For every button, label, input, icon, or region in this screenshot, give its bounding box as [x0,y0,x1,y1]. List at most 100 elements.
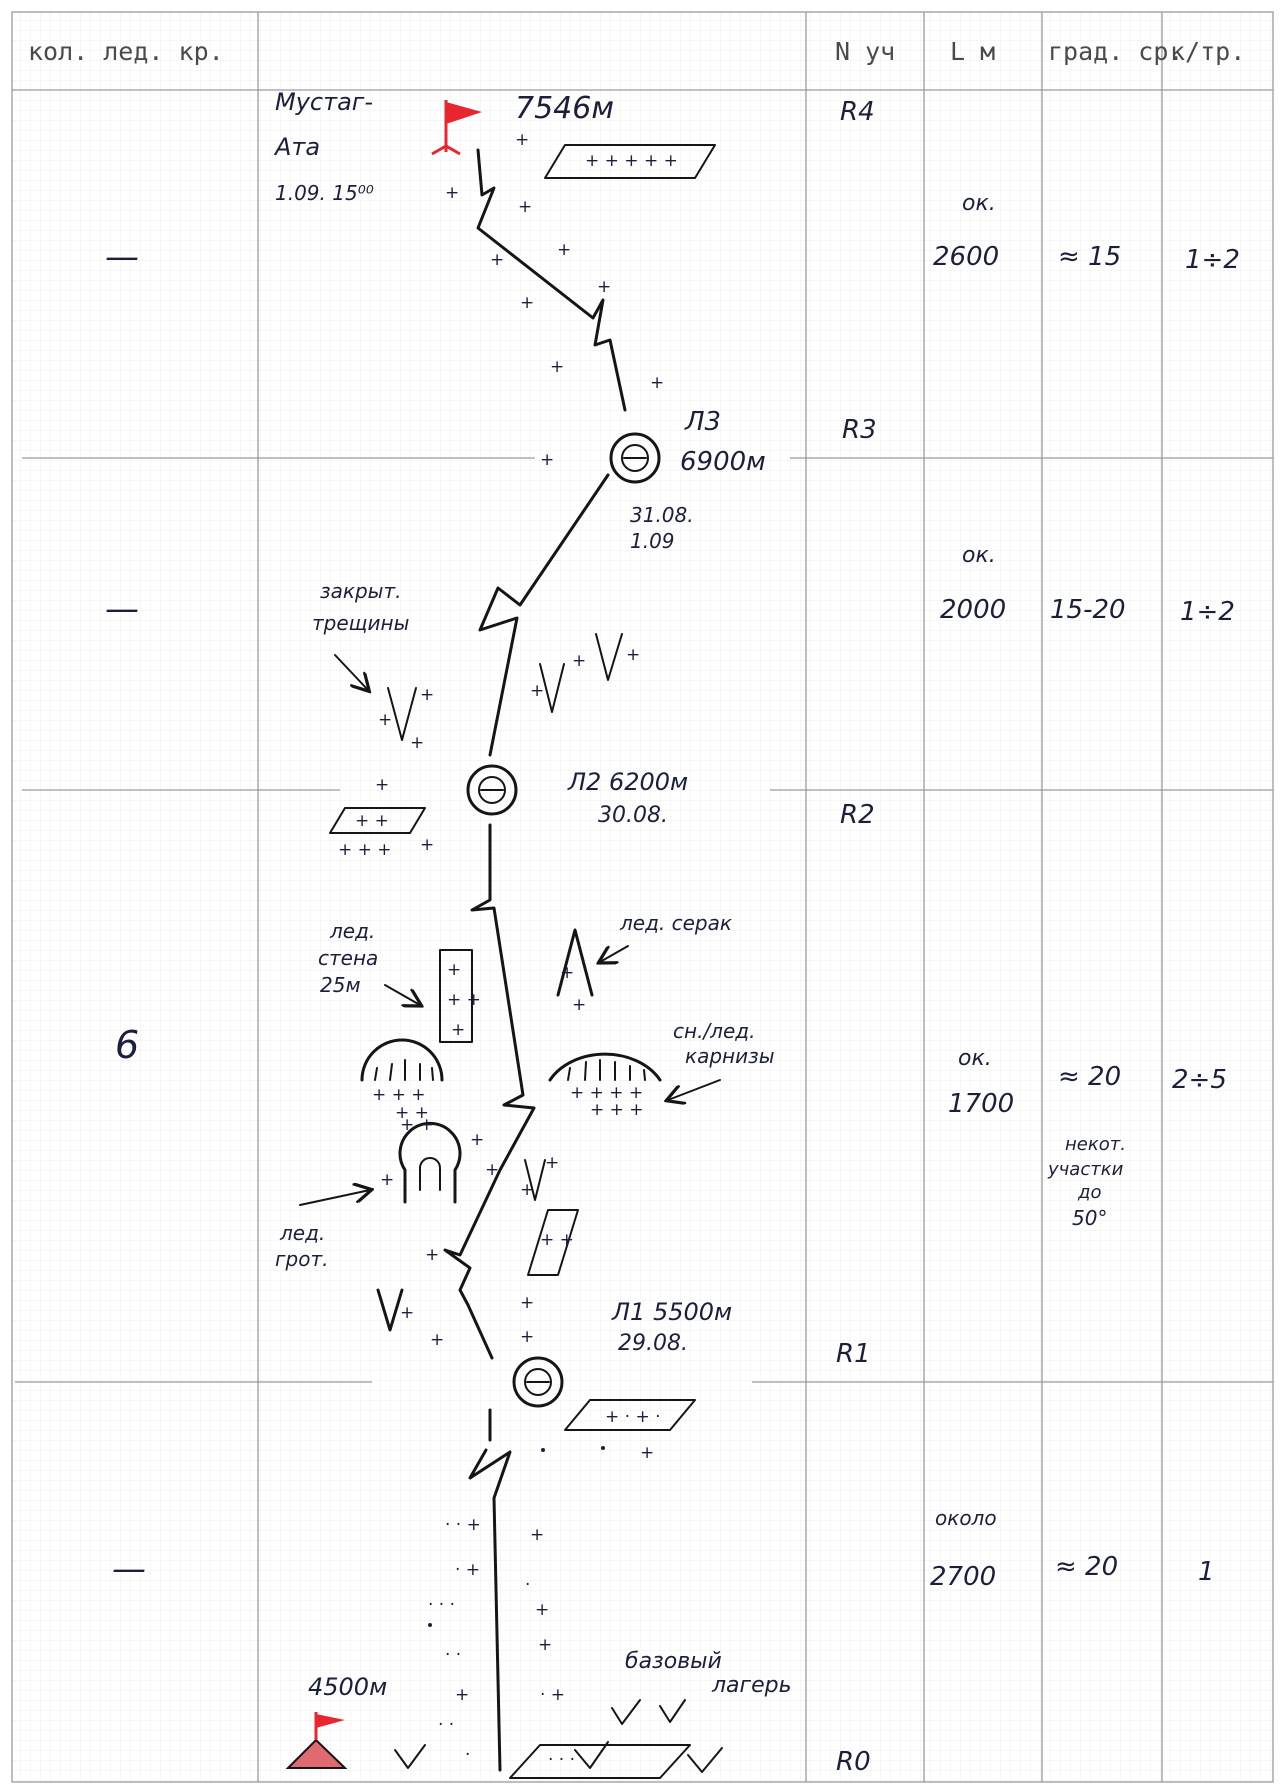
svg-text:+: + [572,651,586,671]
row3-angle: ≈ 20 [1058,1062,1121,1092]
row-r2-r3: — ок. 2000 15-20 1÷2 [105,543,1235,629]
row3-length-prefix: ок. [958,1046,992,1071]
cornice-symbol [360,1038,444,1082]
svg-text:+: + [535,1600,549,1620]
cornices-label-2: карнизы [685,1044,775,1068]
svg-text:· +: · + [540,1685,565,1705]
svg-text:· · ·: · · · [428,1595,455,1615]
svg-text:+: + [640,1443,654,1463]
svg-text:+: + [485,1160,499,1180]
row1-grade: 1÷2 [1185,245,1240,275]
svg-text:+: + [550,357,564,377]
grotto-symbol [398,1121,462,1204]
svg-text:+ +: + + [400,1115,434,1135]
svg-text:+ +: + + [355,811,389,831]
svg-text:· +: · + [455,1560,480,1580]
ice-grotto: + + + + + лед. грот. + + + + [275,1115,579,1332]
svg-text:+ +: + + [540,1230,574,1250]
svg-text:+: + [530,681,544,701]
row3-angle-note-1: некот. [1065,1134,1126,1155]
svg-text:+: + [515,130,529,150]
red-flag-icon [431,100,482,156]
camp-1: Л1 5500м 29.08. + · + · [512,1298,732,1431]
svg-text:+: + [538,1635,552,1655]
base-tent-icon [285,1712,348,1769]
row1-length: 2600 [933,242,999,272]
summit-date: 1.09. 15⁰⁰ [275,181,374,205]
svg-text:+ + + + +: + + + + + [585,151,678,171]
svg-text:+ +: + + [395,1103,429,1123]
row4-angle: ≈ 20 [1055,1552,1118,1582]
svg-text:+: + [490,250,504,270]
svg-text:+: + [380,1170,394,1190]
svg-text:+: + [470,1130,484,1150]
svg-text:+ + +: + + + [338,840,392,860]
svg-text:+: + [420,835,434,855]
row4-length: 2700 [930,1562,996,1592]
svg-text:+: + [597,277,611,297]
header-row: кол. лед. кр. N уч L м град. ср. к/тр. [28,37,1245,66]
svg-text:+: + [650,373,664,393]
summit-name-2: Ата [273,133,320,161]
svg-text:· · ·: · · · [548,1750,575,1770]
ice-grotto-label-2: грот. [275,1247,328,1271]
row1-length-prefix: ок. [962,191,996,216]
base-altitude: 4500м [308,1673,387,1701]
svg-text:+: + [572,995,586,1015]
section-markers: R4 R3 R2 R1 R0 [836,97,877,1777]
closed-crevasses-label-2: трещины [312,611,409,635]
svg-text:+ +: + + [447,990,481,1010]
row4-grade: 1 [1198,1557,1215,1587]
svg-text:+: + [378,710,392,730]
snow-field-symbol [329,807,426,834]
camp-1-label: Л1 5500м [611,1298,732,1326]
svg-text:+ + +: + + + [372,1085,426,1105]
row3-angle-note-2: участки [1047,1159,1124,1180]
row-r0-r1: — около 2700 ≈ 20 1 [112,1506,1215,1592]
camp-1-date: 29.08. [618,1331,688,1356]
header-angle: град. ср. [1048,37,1183,66]
table-grid [11,11,1274,1783]
snow-field-symbol [544,144,716,179]
scree-field: · · + · + · · · + · + + · · + · + · · · [428,1515,565,1765]
terrain-marks: + + + + + + + + + + + + + + + + + + + + [338,130,664,1627]
camp-3-date-1: 31.08. [630,503,694,527]
cornices: + + + + + + + + + + + + сн./лед. карнизы [360,1019,775,1123]
camp-2-date: 30.08. [598,803,668,828]
row-r1-r2: 6 ок. 1700 ≈ 20 2÷5 некот. участки до 50… [115,1023,1227,1230]
closed-crevasses-label-1: закрыт. [320,579,401,603]
row2-ice-count: — [105,589,139,629]
row2-angle: 15-20 [1050,595,1126,625]
snow-field-l2: + + + [329,807,434,855]
svg-text:+: + [420,685,434,705]
camp-2-label: Л2 6200м [567,768,688,796]
header-grade: к/тр. [1170,37,1245,66]
ice-serac-label: лед. серак [619,911,732,935]
svg-text:+: + [425,1245,439,1265]
svg-text:+: + [540,450,554,470]
row4-length-prefix: около [935,1506,997,1530]
svg-text:+: + [410,733,424,753]
camp-3-altitude: 6900м [680,447,766,477]
svg-text:+ + +: + + + [590,1100,644,1120]
svg-text:· ·: · · [445,1645,461,1665]
crevasse-symbol [595,633,623,681]
row3-angle-note-4: 50° [1072,1206,1107,1230]
svg-text:+: + [626,645,640,665]
tent-circle-icon [466,764,518,816]
header-length: L м [950,37,995,66]
section-r1: R1 [836,1339,871,1369]
svg-text:+: + [430,1330,444,1350]
crevasse-symbol [376,1288,404,1332]
row2-length: 2000 [940,595,1006,625]
section-r4: R4 [840,97,875,127]
section-r0: R0 [836,1747,871,1777]
row3-angle-note-3: до [1077,1182,1101,1203]
svg-text:· ·: · · [438,1715,454,1735]
svg-text:+: + [518,197,532,217]
ice-wall-symbol [439,949,473,1043]
snow-field-symbol [564,1399,696,1431]
row-r3-r4: — ок. 2600 ≈ 15 1÷2 [105,191,1240,277]
svg-text:+: + [520,293,534,313]
